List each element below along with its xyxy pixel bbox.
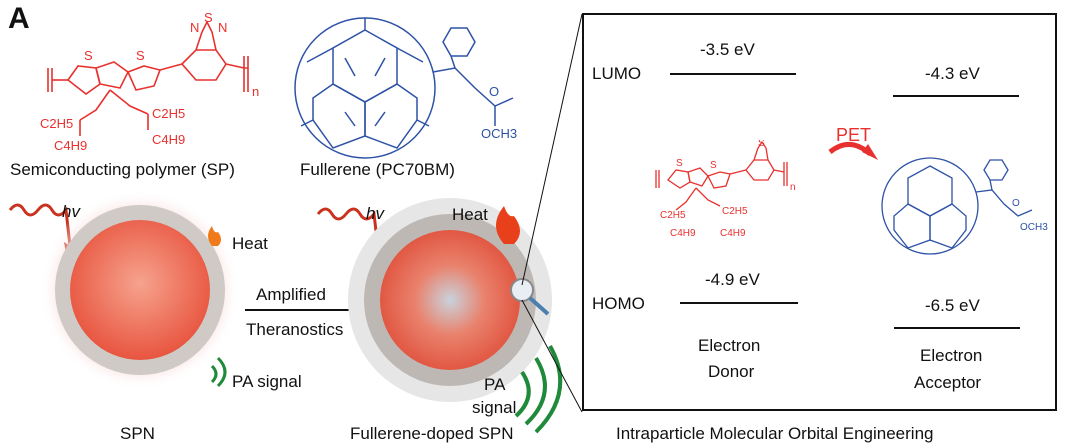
pcbm-methoxy: OCH3 <box>481 126 517 141</box>
doped-spn-caption: Fullerene-doped SPN <box>350 424 514 443</box>
donor-lumo-line <box>670 73 796 75</box>
pa-signal-icon-small <box>210 356 227 388</box>
small-pcbm-oxygen: O <box>1012 198 1020 209</box>
donor-name-line1: Electron <box>698 336 761 355</box>
small-polymer-sulfur-3: S <box>758 140 765 149</box>
spn-caption: SPN <box>120 424 155 443</box>
acceptor-lumo-line <box>893 95 1019 97</box>
doped-spn-core <box>380 230 520 370</box>
zoom-lines <box>521 13 583 413</box>
acceptor-name-line2: Acceptor <box>914 373 982 392</box>
fullerene-structure: O OCH3 <box>294 17 517 159</box>
hv-label-1: hv <box>62 202 80 221</box>
fullerene-caption: Fullerene (PC70BM) <box>300 160 455 179</box>
homo-label: HOMO <box>592 294 645 313</box>
pa-label-line1: PA <box>484 375 506 394</box>
semiconducting-polymer-structure: S S S N N n C2H5 C2H5 C4H9 C4H9 <box>40 10 259 153</box>
polymer-ethyl-1: C2H5 <box>40 116 73 131</box>
flame-icon-large <box>496 206 520 244</box>
light-wave-2 <box>316 207 380 249</box>
spn-core <box>70 220 210 360</box>
acceptor-homo-value: -6.5 eV <box>925 296 980 315</box>
heat-label-spn: Heat <box>232 234 268 253</box>
small-polymer-butyl-1: C4H9 <box>670 228 696 239</box>
sp-caption: Semiconducting polymer (SP) <box>10 160 235 179</box>
small-polymer-sulfur-1: S <box>676 158 683 169</box>
polymer-nitrogen-1: N <box>190 20 199 35</box>
flame-icon-small <box>208 226 221 246</box>
small-polymer-butyl-2: C4H9 <box>720 228 746 239</box>
polymer-repeat-n: n <box>252 84 259 99</box>
donor-acceptor-structures: S S S n C2H5 C2H5 C4H9 C4H9 O OCH3 <box>655 140 1048 255</box>
pcbm-oxygen: O <box>489 84 499 99</box>
energy-caption: Intraparticle Molecular Orbital Engineer… <box>616 424 934 443</box>
panel-letter: A <box>8 2 30 35</box>
acceptor-lumo-value: -4.3 eV <box>925 64 980 83</box>
donor-homo-line <box>680 302 798 304</box>
arrow-top-label: Amplified <box>256 285 326 304</box>
small-polymer-ethyl-2: C2H5 <box>722 206 748 217</box>
donor-homo-value: -4.9 eV <box>705 270 760 289</box>
pa-signal-icon-large <box>514 345 563 434</box>
heat-label-doped: Heat <box>452 205 488 224</box>
energy-diagram-box <box>582 13 1057 411</box>
polymer-sulfur-1: S <box>84 48 93 63</box>
particles-illustration <box>8 190 563 434</box>
light-wave-1 <box>8 203 72 247</box>
hv-label-2: hv <box>366 204 384 223</box>
polymer-sulfur-2: S <box>136 48 145 63</box>
pa-signal-label: PA signal <box>232 372 302 391</box>
small-polymer-sulfur-2: S <box>710 160 717 171</box>
pa-label-line2: signal <box>472 398 517 417</box>
polymer-butyl-2: C4H9 <box>152 132 185 147</box>
small-polymer-ethyl-1: C2H5 <box>660 210 686 221</box>
donor-name-line2: Donor <box>708 362 755 381</box>
polymer-nitrogen-2: N <box>218 20 227 35</box>
polymer-butyl-1: C4H9 <box>54 138 87 153</box>
donor-lumo-value: -3.5 eV <box>700 40 755 59</box>
small-polymer-repeat-n: n <box>790 182 796 193</box>
polymer-ethyl-2: C2H5 <box>152 106 185 121</box>
acceptor-homo-line <box>894 327 1020 329</box>
lumo-label: LUMO <box>592 64 642 83</box>
polymer-sulfur-3: S <box>204 10 213 25</box>
acceptor-name-line1: Electron <box>920 346 983 365</box>
small-pcbm-methoxy: OCH3 <box>1020 222 1048 233</box>
arrow-bottom-label: Theranostics <box>246 320 344 339</box>
pet-label: PET <box>836 125 872 145</box>
